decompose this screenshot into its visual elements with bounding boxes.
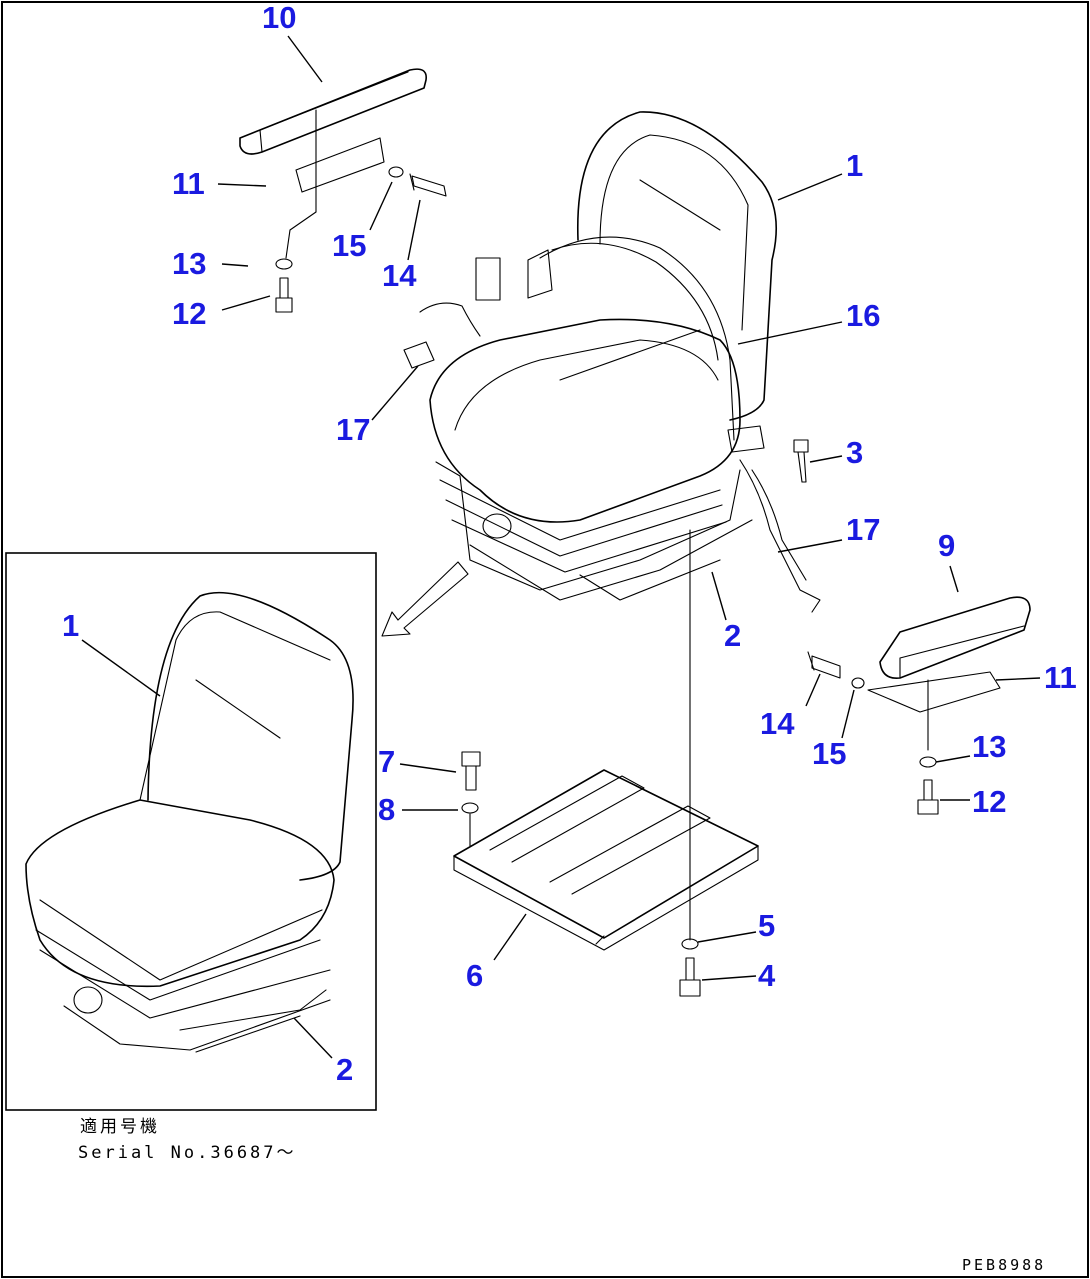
drawing-code: PEB8988: [962, 1256, 1046, 1274]
callout-8: 8: [378, 792, 395, 827]
bolt-4: [679, 957, 701, 997]
callout-14-left: 14: [382, 258, 417, 293]
callout-11-right: 11: [1044, 660, 1077, 695]
callout-1-main: 1: [846, 148, 863, 183]
callout-6: 6: [466, 958, 483, 993]
callout-9: 9: [938, 528, 955, 563]
washer-15-left: [388, 166, 404, 178]
inset-seat: [25, 591, 354, 1053]
bolt-14-right: [807, 651, 841, 679]
callout-13-left: 13: [172, 246, 206, 281]
callout-17-right: 17: [846, 512, 880, 547]
inset-frame: [5, 552, 377, 1111]
view-arrow: [381, 561, 469, 637]
callout-15-left: 15: [332, 228, 366, 263]
callout-17-left: 17: [336, 412, 370, 447]
callout-7: 7: [378, 744, 395, 779]
washer-13-left: [275, 258, 293, 270]
callout-5: 5: [758, 908, 775, 943]
mount-plate: [453, 769, 759, 951]
callout-12-right: 12: [972, 784, 1006, 819]
leader-lines: [81, 35, 1041, 1059]
callout-1-inset: 1: [62, 608, 79, 643]
callout-15-right: 15: [812, 736, 846, 771]
callout-2-main: 2: [724, 618, 741, 653]
armrest-right: [867, 596, 1031, 751]
callout-13-right: 13: [972, 729, 1006, 764]
callout-16: 16: [846, 298, 880, 333]
callout-2-inset: 2: [336, 1052, 353, 1087]
callout-3: 3: [846, 435, 863, 470]
bolt-7: [461, 751, 481, 791]
armrest-left: [239, 68, 427, 259]
callouts: 10 11 13 12 15 14 1 16 17 3 17 2 9 11 14…: [62, 0, 1077, 1087]
washer-13-right: [919, 756, 937, 768]
inset-caption-serial: Serial No.36687～: [78, 1143, 297, 1163]
callout-10: 10: [262, 0, 296, 35]
main-seat: [403, 111, 821, 613]
washer-5: [681, 938, 699, 950]
callout-12-left: 12: [172, 296, 206, 331]
bolt-14-left: [409, 173, 447, 197]
callout-14-right: 14: [760, 706, 795, 741]
inset-caption-jp: 適用号機: [80, 1117, 160, 1137]
bolt-12-left: [275, 277, 293, 313]
washer-8: [461, 802, 479, 814]
washer-15-right: [851, 677, 865, 689]
callout-11-left: 11: [172, 166, 205, 201]
bolt-12-right: [917, 779, 939, 815]
callout-4: 4: [758, 958, 776, 993]
